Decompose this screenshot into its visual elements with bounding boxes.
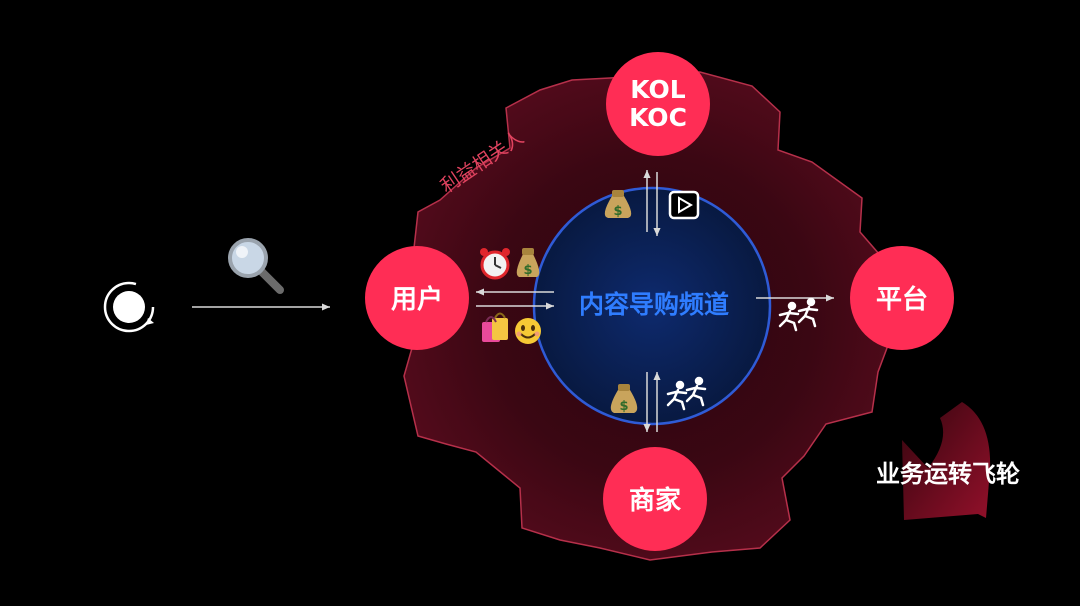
kol-label-line1: KOL	[630, 75, 686, 104]
play-button-icon	[668, 190, 700, 220]
shopping-bags-icon	[482, 312, 508, 342]
platform-label: 平台	[876, 284, 928, 315]
flywheel-arrow	[902, 402, 991, 520]
merchant-circle	[603, 447, 707, 551]
user-circle	[365, 246, 469, 350]
platform-running-people-icon	[778, 297, 819, 332]
flywheel-arrow-shape	[902, 402, 991, 520]
center-channel: 内容导购频道	[532, 186, 772, 426]
smiling-face-icon	[515, 318, 541, 344]
node-kol: KOL KOC	[606, 52, 710, 156]
kol-label-line2: KOC	[629, 103, 687, 132]
svg-text:$: $	[619, 399, 628, 414]
flow-arrows	[192, 170, 834, 432]
kol-money-bag-icon: $	[604, 190, 632, 219]
merchant-label: 商家	[629, 485, 681, 516]
node-merchant: 商家	[603, 447, 707, 551]
user-money-bag-icon: $	[516, 248, 540, 278]
user-label: 用户	[391, 284, 443, 315]
node-platform: 平台	[850, 246, 954, 350]
center-label: 内容导购频道	[579, 290, 729, 319]
alarm-clock-icon	[480, 248, 510, 280]
flywheel-label: 业务运转飞轮	[876, 460, 1020, 488]
platform-circle	[850, 246, 954, 350]
kol-circle	[606, 52, 710, 156]
loop-circle-icon	[103, 281, 155, 333]
merchant-money-bag-icon: $	[610, 384, 638, 414]
svg-text:$: $	[523, 263, 532, 278]
node-user: 用户	[365, 246, 469, 350]
merchant-running-people-icon	[666, 376, 707, 411]
svg-text:$: $	[613, 204, 622, 219]
magnifier-icon	[228, 238, 284, 294]
